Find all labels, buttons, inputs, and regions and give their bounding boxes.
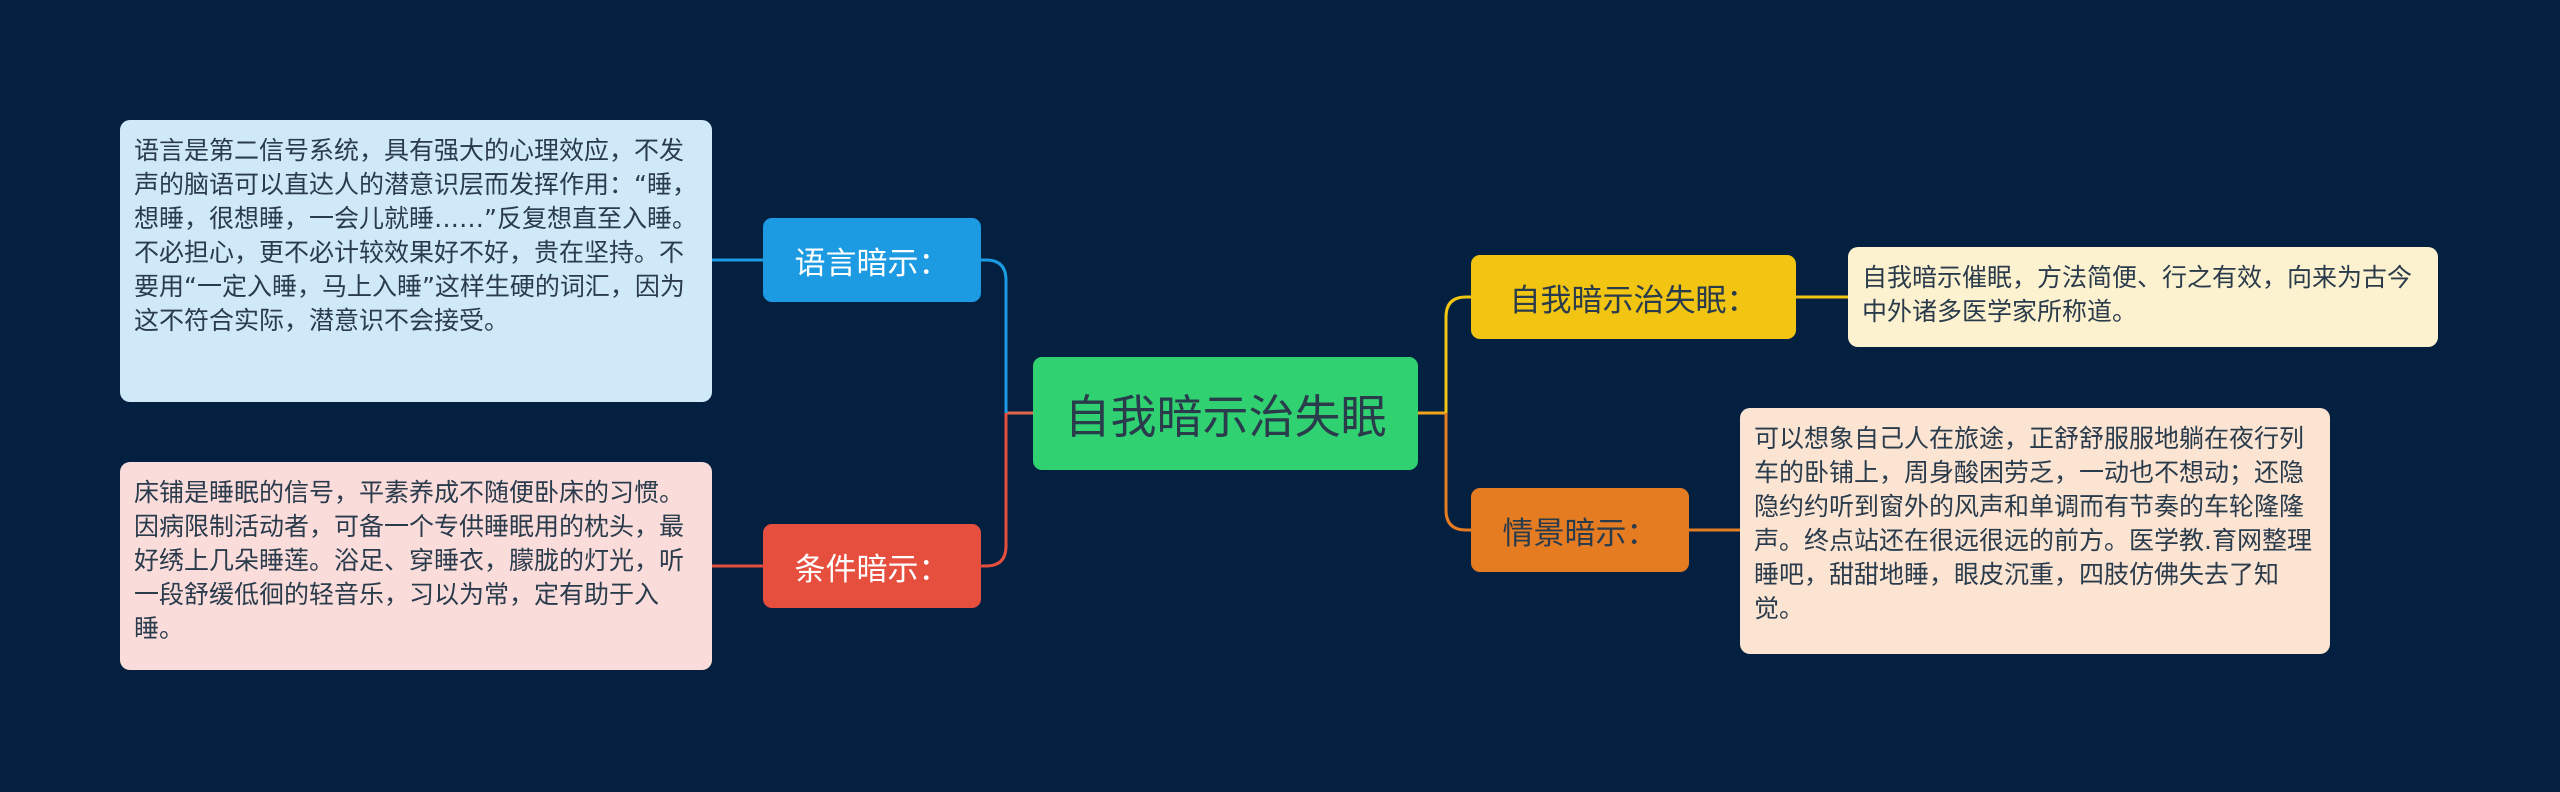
branch-self[interactable]: 自我暗示治失眠： — [1471, 255, 1796, 339]
connector-to-condition — [981, 413, 1008, 568]
leaf-condition-text[interactable]: 床铺是睡眠的信号，平素养成不随便卧床的习惯。因病限制活动者，可备一个专供睡眠用的… — [120, 462, 712, 670]
branch-condition-label: 条件暗示： — [794, 551, 950, 588]
root-node[interactable]: 自我暗示治失眠 — [1033, 357, 1418, 470]
leaf-self-content: 自我暗示催眠，方法简便、行之有效，向来为古今中外诸多医学家所称道。 — [1862, 263, 2413, 326]
leaf-self-text[interactable]: 自我暗示催眠，方法简便、行之有效，向来为古今中外诸多医学家所称道。 — [1848, 247, 2438, 347]
branch-scene-label: 情景暗示： — [1502, 515, 1658, 552]
branch-language[interactable]: 语言暗示： — [763, 218, 981, 302]
leaf-language-text[interactable]: 语言是第二信号系统，具有强大的心理效应，不发声的脑语可以直达人的潜意识层而发挥作… — [120, 120, 712, 402]
leaf-language-content: 语言是第二信号系统，具有强大的心理效应，不发声的脑语可以直达人的潜意识层而发挥作… — [134, 136, 697, 335]
branch-condition[interactable]: 条件暗示： — [763, 524, 981, 608]
branch-language-label: 语言暗示： — [794, 245, 950, 282]
leaf-scene-text[interactable]: 可以想象自己人在旅途，正舒舒服服地躺在夜行列车的卧铺上，周身酸困劳乏，一动也不想… — [1740, 408, 2330, 654]
connector-to-language — [981, 258, 1008, 413]
connector-to-self — [1444, 295, 1471, 413]
connector-to-scene — [1444, 413, 1471, 532]
branch-self-label: 自我暗示治失眠： — [1509, 282, 1758, 319]
branch-scene[interactable]: 情景暗示： — [1471, 488, 1689, 572]
leaf-condition-content: 床铺是睡眠的信号，平素养成不随便卧床的习惯。因病限制活动者，可备一个专供睡眠用的… — [134, 478, 685, 643]
root-label: 自我暗示治失眠 — [1064, 389, 1387, 444]
leaf-scene-content: 可以想象自己人在旅途，正舒舒服服地躺在夜行列车的卧铺上，周身酸困劳乏，一动也不想… — [1754, 424, 2312, 623]
